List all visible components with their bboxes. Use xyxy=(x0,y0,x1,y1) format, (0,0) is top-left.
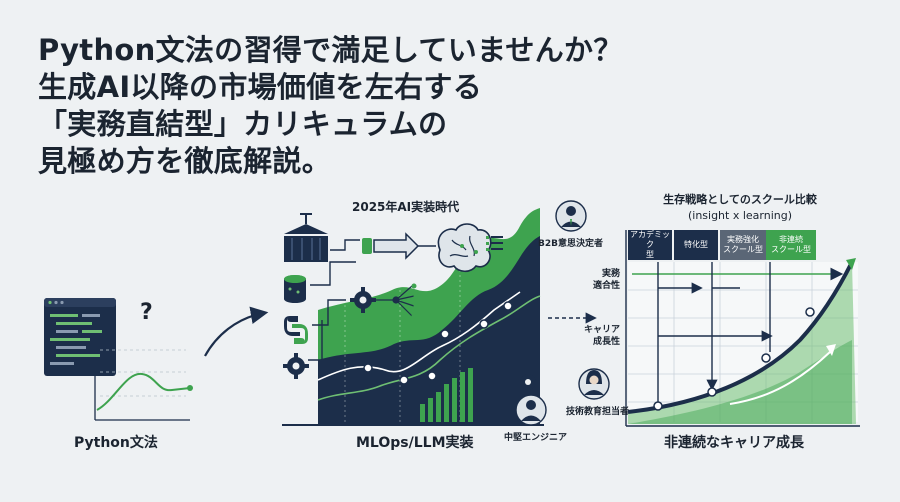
row-practical-fit: 実務 適合性 xyxy=(592,269,620,291)
column-practical-school: 実務強化 スクール型 xyxy=(720,230,766,260)
engineer-avatar xyxy=(515,394,547,426)
basic-growth-chart xyxy=(94,349,193,421)
comparison-title-line-1: 生存戦略としてのスクール比較 xyxy=(663,193,817,206)
process-gear-icon xyxy=(350,287,376,313)
comparison-title: 生存戦略としてのスクール比較 (insight x learning) xyxy=(648,192,832,224)
headline-line-1: Python文法の習得で満足していませんか？ xyxy=(38,33,623,67)
business-person-avatar xyxy=(555,200,587,232)
pipeline-connectors xyxy=(308,239,360,361)
gear-icon xyxy=(283,353,309,379)
pipeline-arrow-icon xyxy=(362,232,436,260)
brain-icon xyxy=(437,223,492,273)
column-discontinuous-school: 非連続 スクール型 xyxy=(766,230,816,260)
row-career-growth: キャリア 成長性 xyxy=(583,325,620,347)
comparison-connectors xyxy=(632,262,844,411)
persona-education-label: 技術教育担当者 xyxy=(566,407,630,417)
database-icon xyxy=(284,275,306,303)
list-icon xyxy=(486,236,503,251)
comparison-title-line-2: (insight x learning) xyxy=(687,209,793,222)
career-growth-label: 非連続なキャリア成長 xyxy=(664,435,804,451)
education-manager-avatar xyxy=(578,368,610,400)
career-growth-curve xyxy=(627,258,856,424)
progress-arrow xyxy=(204,306,269,357)
python-logo-icon xyxy=(284,316,308,344)
headline-line-2: 生成AI以降の市場価値を左右する xyxy=(38,70,483,104)
headline: Python文法の習得で満足していませんか？ 生成AI以降の市場価値を左右する … xyxy=(38,32,623,180)
persona-engineer-label: 中堅エンジニア xyxy=(504,433,568,443)
era-title: 2025年AI実装時代 xyxy=(352,200,460,214)
persona-b2b-label: B2B意思決定者 xyxy=(538,239,603,249)
column-academic: アカデミック 型 xyxy=(628,230,672,260)
python-grammar-label: Python文法 xyxy=(74,435,158,451)
code-editor-icon xyxy=(44,298,116,376)
container-icon xyxy=(284,213,328,262)
column-specialized: 特化型 xyxy=(674,230,718,260)
question-mark-icon: ? xyxy=(140,300,153,325)
mlops-llm-label: MLOps/LLM実装 xyxy=(356,435,474,451)
headline-line-3: 「実務直結型」カリキュラムの xyxy=(38,107,448,141)
network-node-icon xyxy=(376,283,419,319)
small-gear-icon xyxy=(516,370,540,394)
headline-line-4: 見極め方を徹底解説。 xyxy=(38,144,332,178)
